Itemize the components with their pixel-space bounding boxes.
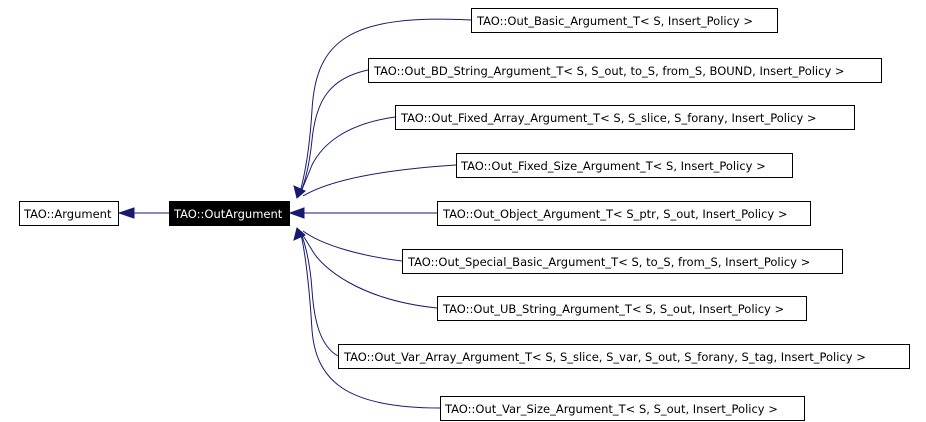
node-out-argument-box bbox=[169, 201, 290, 226]
node-out-special-basic-argument-box bbox=[402, 249, 843, 274]
node-out-object-argument-box bbox=[437, 201, 811, 226]
node-out-special-basic-argument[interactable]: TAO::Out_Special_Basic_Argument_T< S, to… bbox=[402, 249, 843, 274]
node-out-argument[interactable]: TAO::OutArgument bbox=[169, 201, 290, 226]
node-argument-box bbox=[19, 201, 119, 226]
edge-out-basic-argument bbox=[298, 18, 472, 197]
node-out-fixed-size-argument[interactable]: TAO::Out_Fixed_Size_Argument_T< S, Inser… bbox=[456, 153, 793, 178]
node-out-var-size-argument-box bbox=[440, 396, 805, 421]
edge-out-bd-string-argument bbox=[298, 69, 369, 197]
node-argument-label: TAO::Argument bbox=[23, 207, 112, 221]
node-out-ub-string-argument[interactable]: TAO::Out_UB_String_Argument_T< S, S_out,… bbox=[437, 296, 807, 321]
arrowhead-top bbox=[293, 185, 306, 199]
node-out-fixed-size-argument-box bbox=[456, 153, 793, 178]
edge-out-special-basic-argument bbox=[302, 230, 403, 262]
node-out-basic-argument-label: TAO::Out_Basic_Argument_T< S, Insert_Pol… bbox=[476, 14, 753, 28]
inheritance-edges bbox=[117, 18, 472, 409]
arrowhead-middle bbox=[288, 207, 305, 219]
arrowhead-bottom bbox=[293, 227, 306, 241]
node-out-object-argument-label: TAO::Out_Object_Argument_T< S_ptr, S_out… bbox=[442, 207, 788, 221]
node-out-bd-string-argument-box bbox=[368, 58, 882, 83]
node-out-bd-string-argument[interactable]: TAO::Out_BD_String_Argument_T< S, S_out,… bbox=[368, 58, 882, 83]
node-out-fixed-size-argument-label: TAO::Out_Fixed_Size_Argument_T< S, Inser… bbox=[460, 159, 766, 173]
arrowhead-argument bbox=[117, 207, 135, 219]
node-out-basic-argument-box bbox=[471, 8, 778, 33]
node-out-ub-string-argument-label: TAO::Out_UB_String_Argument_T< S, S_out,… bbox=[442, 302, 784, 316]
node-out-var-size-argument-label: TAO::Out_Var_Size_Argument_T< S, S_out, … bbox=[444, 402, 778, 416]
node-out-fixed-array-argument-label: TAO::Out_Fixed_Array_Argument_T< S, S_sl… bbox=[400, 111, 817, 125]
edge-out-fixed-size-argument bbox=[302, 164, 457, 197]
node-out-fixed-array-argument-box bbox=[395, 105, 855, 130]
node-out-object-argument[interactable]: TAO::Out_Object_Argument_T< S_ptr, S_out… bbox=[437, 201, 811, 226]
edge-out-var-size-argument bbox=[299, 230, 441, 409]
node-out-special-basic-argument-label: TAO::Out_Special_Basic_Argument_T< S, to… bbox=[407, 255, 810, 269]
edge-out-var-array-argument bbox=[299, 230, 339, 357]
node-out-ub-string-argument-box bbox=[437, 296, 807, 321]
node-argument[interactable]: TAO::Argument bbox=[19, 201, 119, 226]
node-out-var-array-argument-box bbox=[338, 344, 910, 369]
node-out-basic-argument[interactable]: TAO::Out_Basic_Argument_T< S, Insert_Pol… bbox=[471, 8, 778, 33]
node-out-fixed-array-argument[interactable]: TAO::Out_Fixed_Array_Argument_T< S, S_sl… bbox=[395, 105, 855, 130]
node-out-var-size-argument[interactable]: TAO::Out_Var_Size_Argument_T< S, S_out, … bbox=[440, 396, 805, 421]
node-out-bd-string-argument-label: TAO::Out_BD_String_Argument_T< S, S_out,… bbox=[373, 64, 845, 78]
node-out-var-array-argument[interactable]: TAO::Out_Var_Array_Argument_T< S, S_slic… bbox=[338, 344, 910, 369]
node-out-argument-label: TAO::OutArgument bbox=[173, 207, 283, 221]
edge-out-fixed-array-argument bbox=[298, 116, 396, 197]
node-out-var-array-argument-label: TAO::Out_Var_Array_Argument_T< S, S_slic… bbox=[343, 350, 866, 364]
